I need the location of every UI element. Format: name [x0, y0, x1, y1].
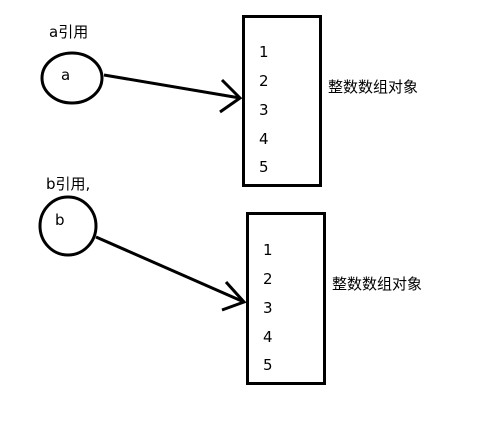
array-1-item-2: 2	[259, 72, 269, 90]
array-object-1: 1 2 3 4 5	[242, 15, 322, 187]
array-2-item-3: 3	[263, 299, 273, 317]
arrow-a-to-array-1	[103, 73, 243, 114]
array-1-item-5: 5	[259, 158, 269, 176]
reference-b-circle	[38, 195, 98, 257]
array-2-item-1: 1	[263, 241, 273, 259]
reference-a-label: a引用	[49, 23, 89, 41]
array-1-label: 整数数组对象	[328, 78, 419, 96]
reference-a-circle	[40, 51, 104, 105]
reference-a-variable: a	[61, 66, 71, 84]
array-2-label: 整数数组对象	[332, 275, 423, 293]
arrow-b-to-array-2	[95, 235, 247, 312]
reference-b-variable: b	[55, 211, 65, 229]
array-object-2: 1 2 3 4 5	[246, 212, 326, 385]
array-1-item-3: 3	[259, 101, 269, 119]
array-2-item-5: 5	[263, 356, 273, 374]
array-2-item-2: 2	[263, 270, 273, 288]
array-2-item-4: 4	[263, 328, 273, 346]
array-1-item-1: 1	[259, 43, 269, 61]
reference-b-label: b引用,	[46, 175, 91, 193]
array-1-item-4: 4	[259, 130, 269, 148]
